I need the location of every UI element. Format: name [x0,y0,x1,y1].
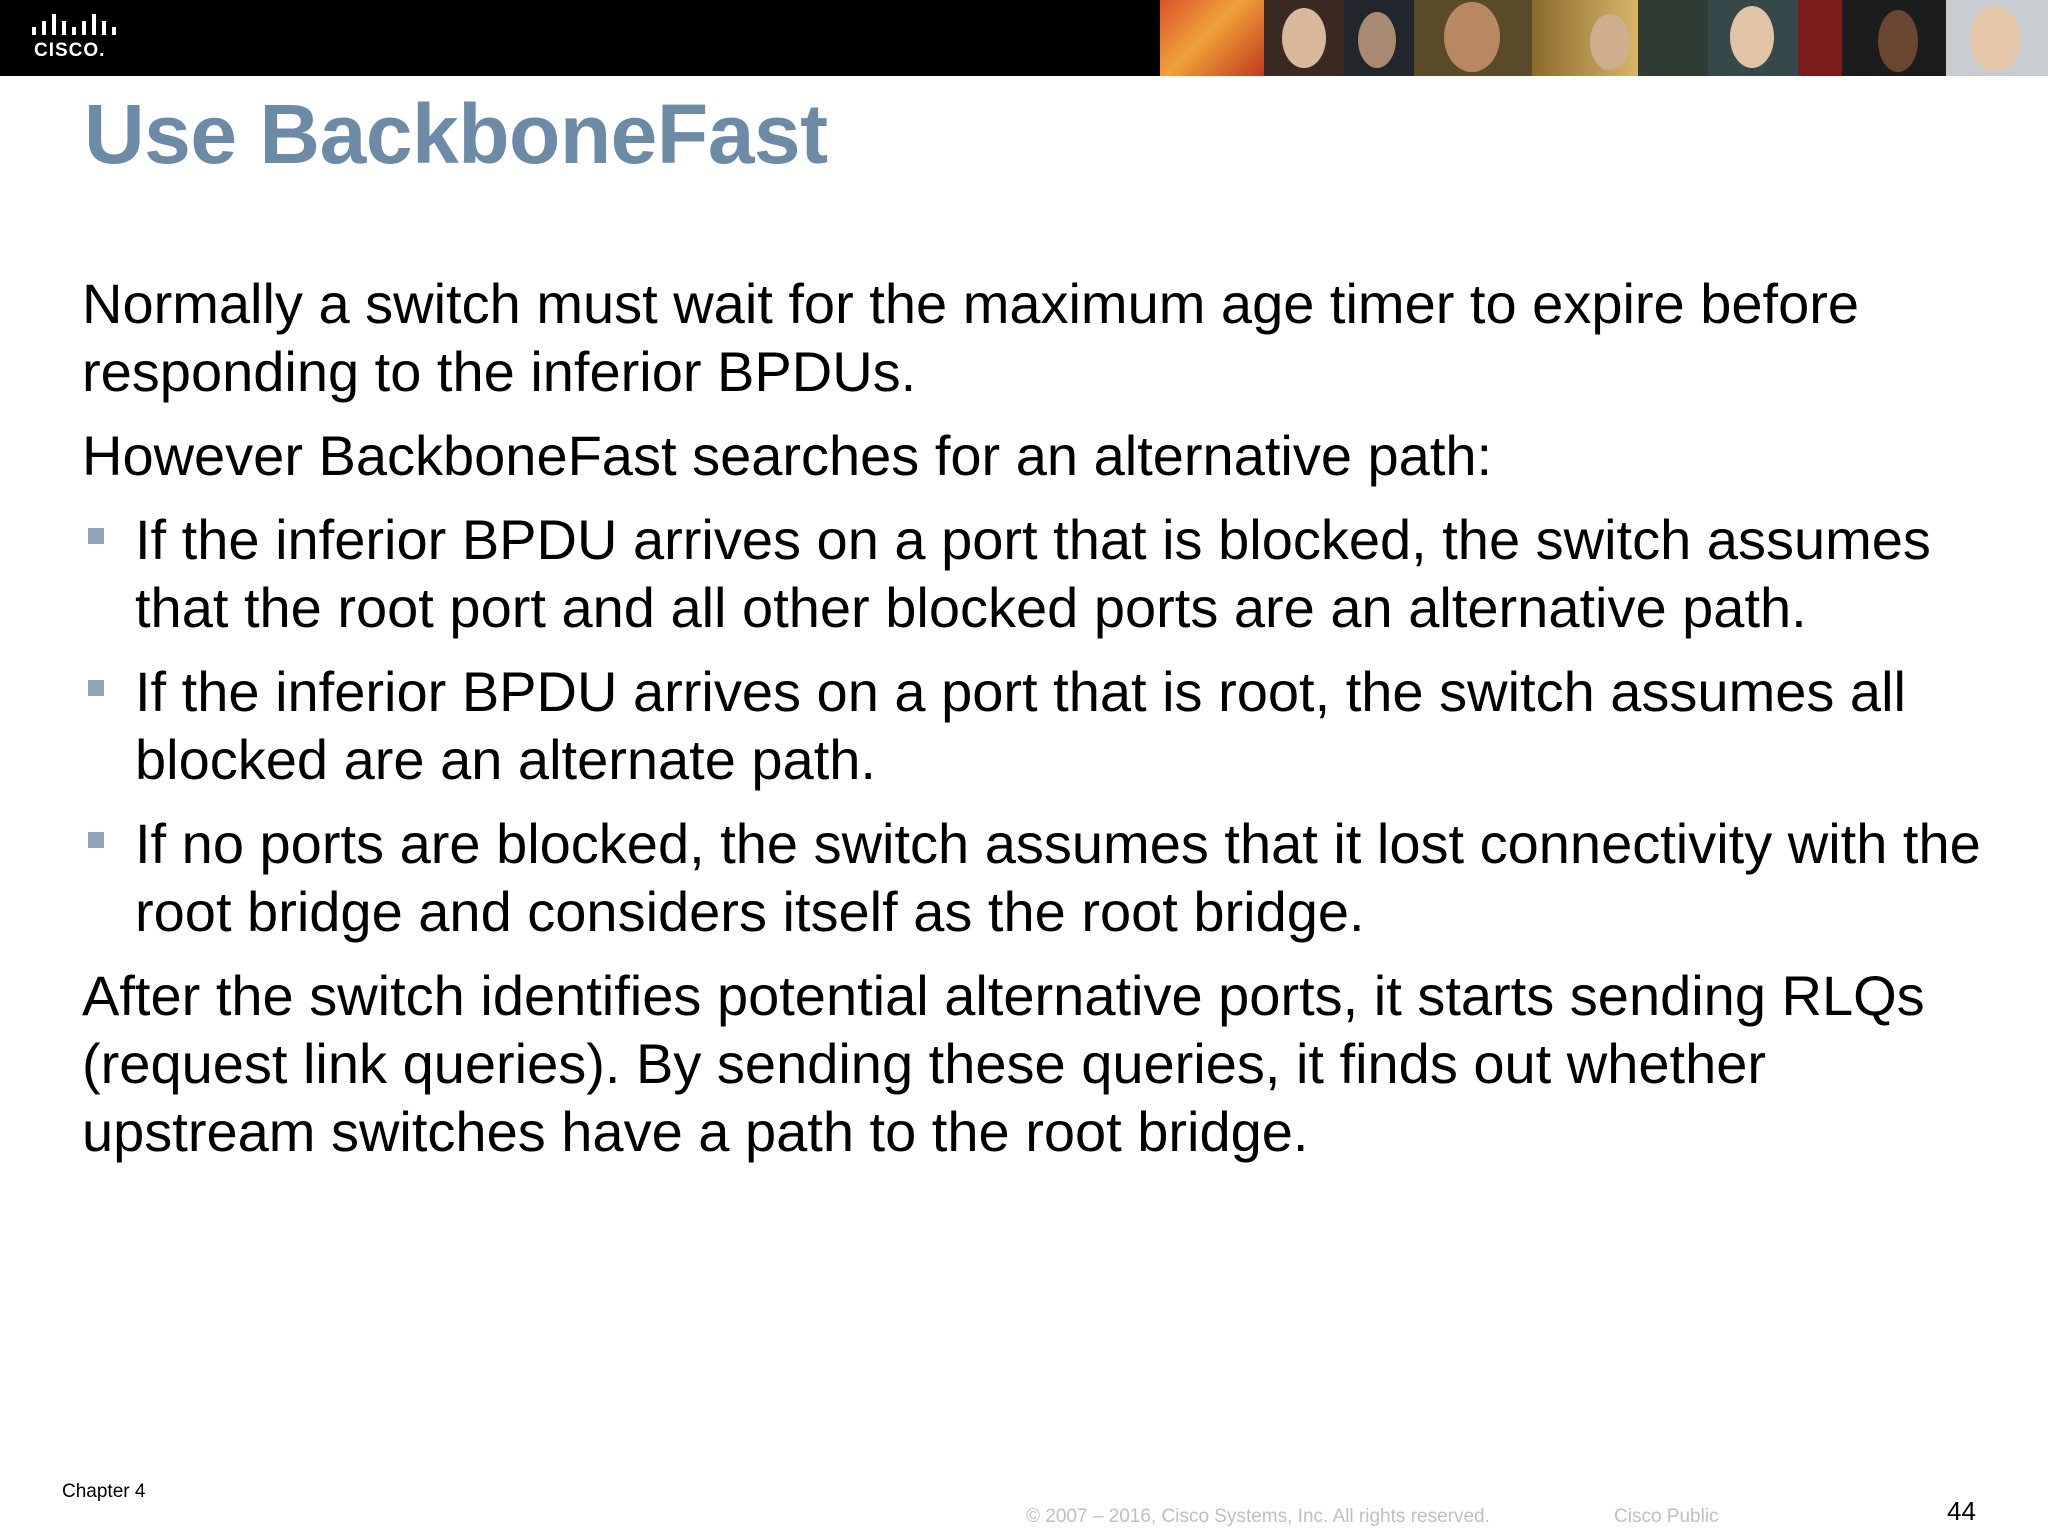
cisco-bridge-icon [32,14,116,35]
photo-person [1842,0,1946,76]
page-number: 44 [1947,1496,1976,1526]
photo-person [1708,0,1798,76]
bullet-text: If no ports are blocked, the switch assu… [135,812,1981,943]
bullet-square-icon [88,528,104,544]
photo-person [1532,0,1638,76]
photo-abstract [1798,0,1842,76]
copyright-notice: © 2007 – 2016, Cisco Systems, Inc. All r… [1026,1506,1490,1527]
cisco-logo: CISCO. [30,14,120,64]
list-item: If the inferior BPDU arrives on a port t… [82,658,1982,794]
list-item: If no ports are blocked, the switch assu… [82,810,1982,946]
photo-person [1414,0,1532,76]
photo-strip [1160,0,2048,76]
chapter-label: Chapter 4 [62,1481,146,1502]
photo-chalkboard [1638,0,1708,76]
slide-title: Use BackboneFast [84,87,828,181]
intro-paragraph: However BackboneFast searches for an alt… [82,424,1493,487]
header-bar: CISCO. [0,0,2048,76]
photo-abstract [1160,0,1264,76]
list-item: If the inferior BPDU arrives on a port t… [82,506,1982,642]
photo-person [1344,0,1414,76]
photo-person [1946,0,2048,76]
closing-paragraph: After the switch identifies potential al… [82,964,1925,1163]
photo-person [1264,0,1344,76]
bullet-text: If the inferior BPDU arrives on a port t… [135,508,1931,639]
intro-paragraph: Normally a switch must wait for the maxi… [82,272,1860,403]
bullet-square-icon [88,680,104,696]
classification-label: Cisco Public [1614,1506,1719,1527]
logo-wordmark: CISCO. [34,40,106,61]
bullet-list: If the inferior BPDU arrives on a port t… [82,506,1982,946]
bullet-text: If the inferior BPDU arrives on a port t… [135,660,1906,791]
slide-body: Normally a switch must wait for the maxi… [82,270,1982,1182]
bullet-square-icon [88,832,104,848]
